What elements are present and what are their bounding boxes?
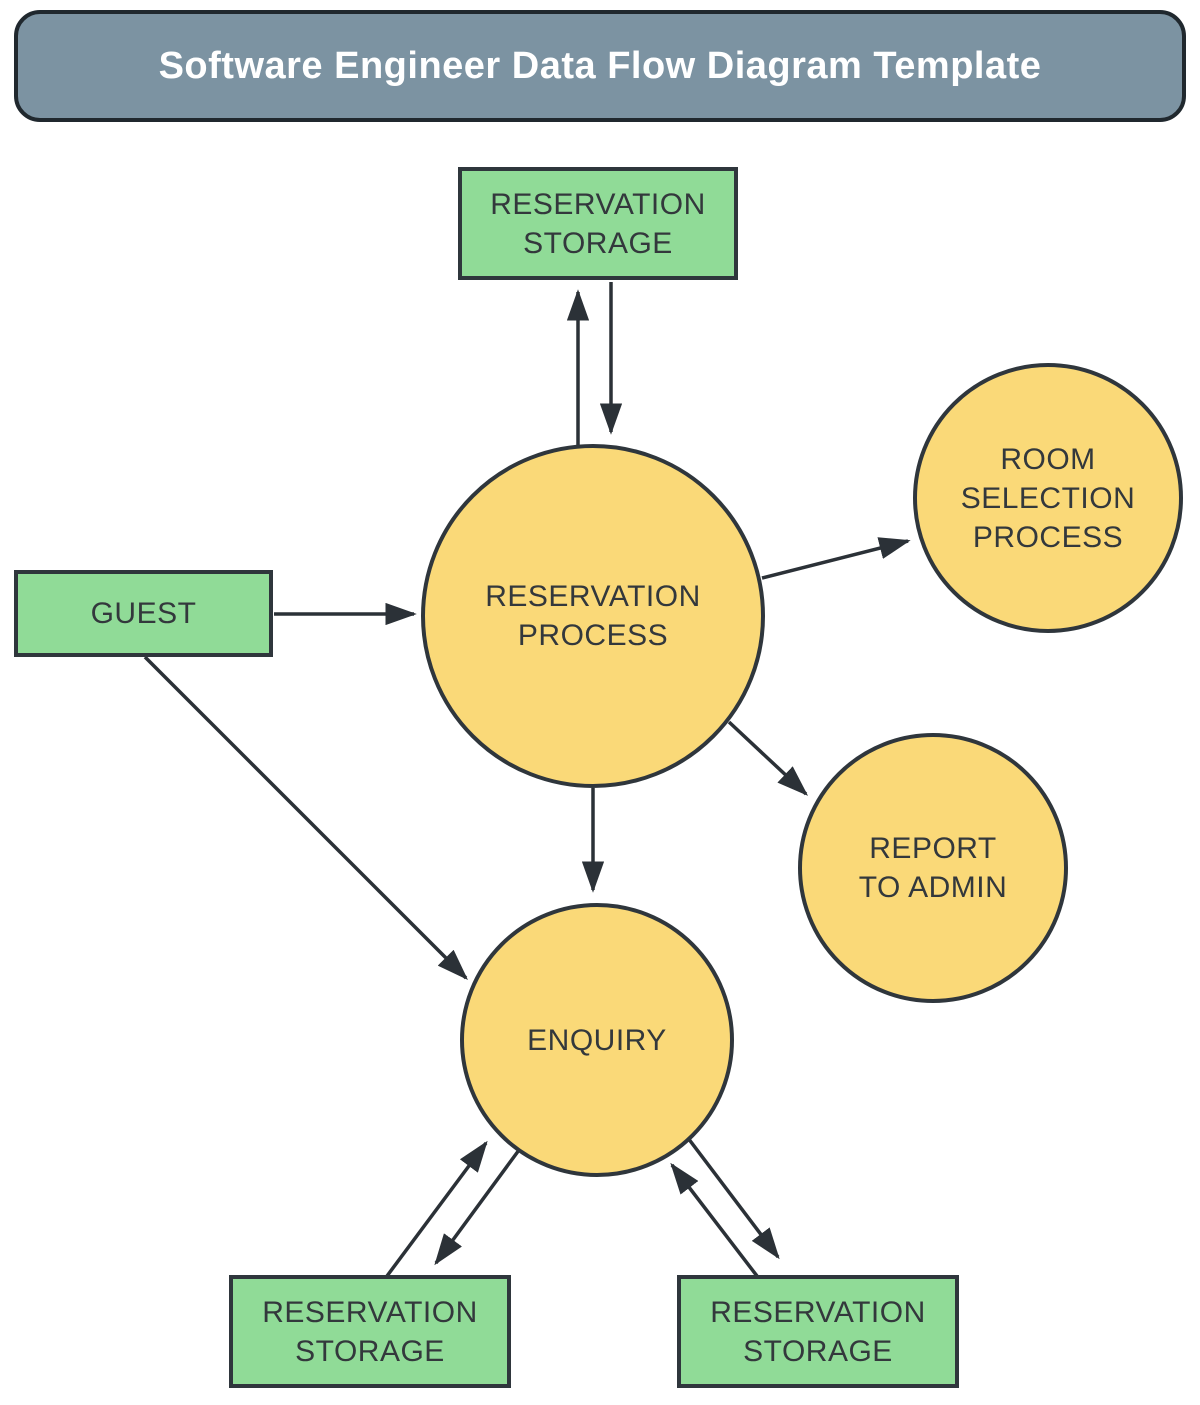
title-bar: Software Engineer Data Flow Diagram Temp… <box>14 10 1186 122</box>
node-label: RESERVATION STORAGE <box>490 187 706 260</box>
node-label: REPORT TO ADMIN <box>858 832 1008 904</box>
node-reservation-storage-bottom-right: RESERVATION STORAGE <box>677 1275 959 1388</box>
node-label: RESERVATION STORAGE <box>710 1295 926 1368</box>
edge-guest-to-enquiry <box>143 655 468 980</box>
edge-enquiry-to-bottom-left-storage <box>434 1148 521 1266</box>
node-label: ENQUIRY <box>527 1023 667 1057</box>
node-label: GUEST <box>90 597 197 630</box>
node-label: RESERVATION STORAGE <box>262 1295 478 1368</box>
node-report-to-admin: REPORT TO ADMIN <box>798 733 1068 1003</box>
node-room-selection-process: ROOM SELECTION PROCESS <box>913 363 1183 633</box>
node-reservation-storage-bottom-left: RESERVATION STORAGE <box>229 1275 511 1388</box>
node-reservation-storage-top: RESERVATION STORAGE <box>458 167 738 280</box>
node-reservation-process: RESERVATION PROCESS <box>421 444 765 788</box>
edge-reservation-process-to-report-to-admin <box>727 720 809 796</box>
node-guest: GUEST <box>14 570 273 657</box>
edge-bottom-left-storage-to-enquiry <box>385 1140 488 1278</box>
page-title: Software Engineer Data Flow Diagram Temp… <box>158 44 1042 87</box>
node-label: RESERVATION PROCESS <box>485 580 701 652</box>
edge-reservation-process-to-room-selection <box>761 537 911 580</box>
edge-bottom-right-storage-to-enquiry <box>670 1162 759 1278</box>
edge-enquiry-to-bottom-right-storage <box>686 1136 780 1260</box>
node-enquiry: ENQUIRY <box>460 903 734 1177</box>
node-label: ROOM SELECTION PROCESS <box>960 442 1136 554</box>
